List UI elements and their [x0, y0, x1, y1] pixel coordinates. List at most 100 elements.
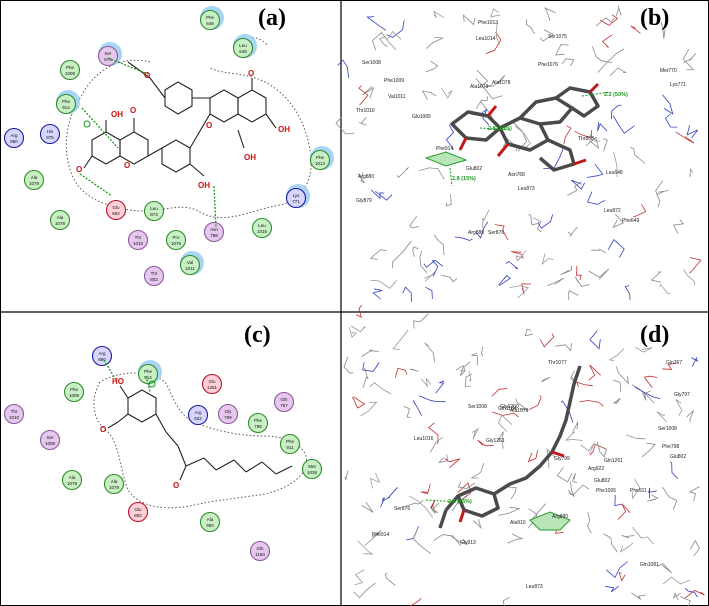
wire-segment — [576, 265, 582, 281]
residue-number: 1038 — [307, 470, 318, 475]
distance-line — [479, 127, 511, 131]
residue-name: Thr — [151, 271, 158, 276]
atom-label: HO — [112, 377, 124, 386]
wire-segment — [496, 74, 506, 84]
ligand-3d-heteroatoms — [458, 450, 565, 523]
wire-segment — [425, 286, 433, 299]
wire-segment — [675, 131, 695, 144]
residue-disc — [97, 45, 119, 67]
wire-segment — [343, 356, 354, 374]
residue-number: 873 — [150, 212, 158, 217]
residue-name: Ser — [46, 435, 54, 440]
residue-label-3d: Phe914 — [372, 532, 389, 538]
wire-segment — [423, 259, 444, 268]
residue-disc — [63, 381, 85, 403]
wire-segment — [656, 562, 673, 574]
residue-lys771: Lys771 — [285, 184, 310, 209]
wire-segment — [662, 362, 677, 370]
wire-segment — [507, 533, 524, 544]
pocket-outline — [65, 59, 312, 219]
residue-disc — [217, 403, 239, 425]
wire-segment — [689, 167, 694, 177]
wire-segment — [555, 342, 572, 352]
wire-segment — [425, 60, 439, 73]
wire-segment — [370, 189, 385, 200]
wire-segment — [507, 486, 517, 500]
residue-label-3d: Ser1008 — [658, 426, 677, 432]
wire-segment — [648, 487, 657, 499]
wire-segment — [613, 397, 621, 404]
wire-segment — [524, 328, 533, 337]
residue-label-3d: Glu802 — [594, 478, 610, 484]
residue-name: Leu — [150, 206, 158, 211]
wire-segment — [630, 25, 641, 34]
wire-segment — [404, 499, 424, 507]
wire-segment — [483, 78, 503, 88]
residue-disc — [3, 127, 25, 149]
wire-segment — [370, 279, 398, 289]
wire-segment — [475, 96, 489, 109]
residue-asn768: Asn768 — [203, 221, 225, 243]
wire-segment — [624, 285, 631, 300]
wire-segment — [541, 377, 551, 383]
residue-disc — [103, 473, 125, 495]
residue-disc — [23, 169, 45, 191]
residue-ala1078: Ala1078 — [49, 209, 71, 231]
wire-segment — [420, 483, 431, 495]
wire-segment — [475, 221, 489, 239]
wire-segment — [515, 250, 527, 262]
wire-segment — [539, 333, 555, 348]
wire-segment — [589, 330, 601, 350]
wire-segment — [544, 7, 556, 21]
residue-label-3d: Ala910 — [510, 520, 526, 526]
wire-segment — [642, 390, 651, 401]
wire-segment — [465, 373, 473, 388]
residue-label-3d: Ala1078 — [492, 80, 511, 86]
wire-segment — [444, 458, 461, 469]
wire-segment — [592, 46, 613, 63]
wire-segment — [630, 147, 646, 164]
residue-phe1013: Phe1013 — [309, 146, 334, 171]
residue-disc — [105, 199, 127, 221]
wire-segment — [408, 495, 434, 518]
residue-number: 1078 — [67, 481, 78, 486]
residue-name: Glu — [112, 205, 120, 210]
wire-segment — [369, 382, 392, 395]
residue-thr803: Thr803 — [143, 265, 165, 287]
residue-number: 799 — [224, 415, 232, 420]
wire-segment — [462, 14, 476, 26]
wire-segment — [688, 486, 700, 502]
ligand-3d — [450, 86, 600, 172]
residue-val1011: Val1011 — [179, 251, 204, 276]
residue-name: Glu — [134, 507, 142, 512]
residue-label-3d: Arg880 — [468, 230, 484, 236]
residue-name: Phe — [286, 439, 295, 444]
residue-number: 1011 — [185, 266, 195, 271]
wire-segment — [511, 251, 524, 259]
wire-segment — [503, 137, 518, 152]
wire-segment — [360, 401, 378, 417]
wire-segment — [357, 540, 374, 555]
residue-name: Lys — [293, 193, 301, 198]
wire-segment — [435, 380, 445, 394]
residue-number: 880 — [10, 139, 18, 144]
residue-disc — [143, 265, 165, 287]
wire-segment — [471, 352, 478, 366]
residue-name: Thr — [135, 235, 142, 240]
wire-segment — [572, 421, 579, 434]
residue-name: Thr — [11, 409, 18, 414]
residue-number: 802 — [112, 211, 120, 216]
panel-letter-a: (a) — [258, 5, 286, 31]
residue-number: 880 — [98, 357, 106, 362]
wire-segment — [384, 573, 396, 586]
wire-segment — [612, 213, 624, 229]
residue-label-3d: Phe1009 — [384, 78, 404, 84]
residue-label-3d: Leu873 — [518, 186, 535, 192]
residue-number: 771 — [292, 199, 300, 204]
wire-segment — [357, 172, 366, 184]
